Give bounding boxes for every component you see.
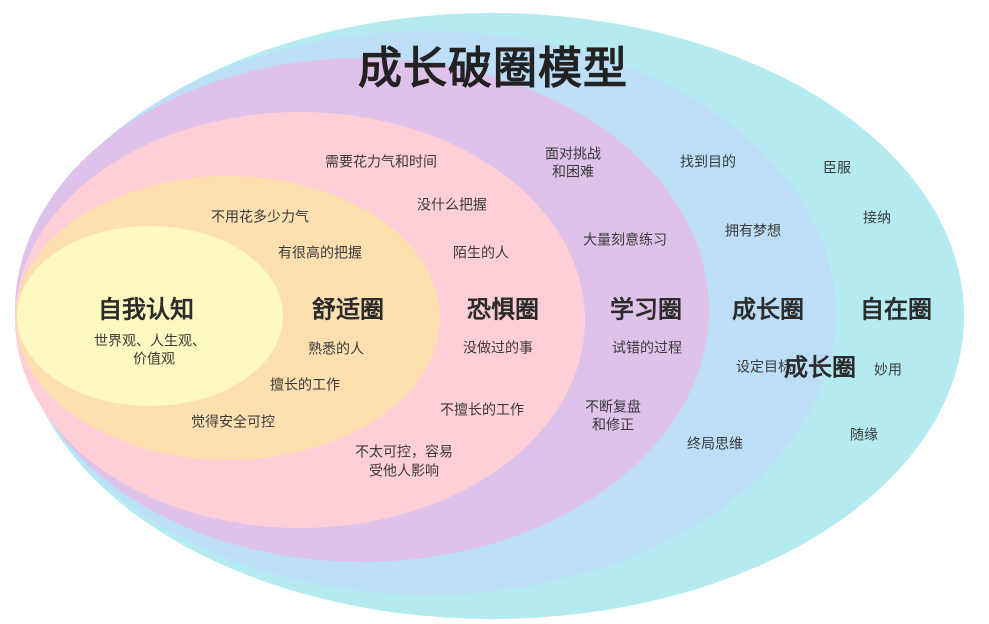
- note-fear-3: 陌生的人: [453, 245, 509, 262]
- note-learning-6: 和修正: [592, 417, 634, 434]
- note-free-3: 妙用: [874, 362, 902, 379]
- note-learning-2: 和困难: [552, 164, 594, 181]
- zone-label-comfort: 舒适圈: [312, 295, 384, 324]
- note-fear-7: 受他人影响: [369, 463, 439, 480]
- zone-label-fear: 恐惧圈: [467, 295, 539, 324]
- note-comfort-2: 有很高的把握: [278, 245, 362, 262]
- note-free-4: 随缘: [850, 427, 878, 444]
- note-growth-3: 设定目标: [736, 359, 792, 376]
- note-free-2: 接纳: [863, 210, 891, 227]
- zone-label-self-awareness: 自我认知: [98, 295, 194, 324]
- note-comfort-1: 不用花多少力气: [211, 209, 309, 226]
- zone-label-growth: 成长圈: [732, 295, 804, 324]
- note-fear-1: 需要花力气和时间: [325, 154, 437, 171]
- zone-label-free: 自在圈: [860, 295, 932, 324]
- note-worldview: 世界观、人生观、: [94, 333, 206, 350]
- note-learning-3: 大量刻意练习: [583, 232, 667, 249]
- ring-core: [17, 226, 283, 406]
- zone-label-learning: 学习圈: [610, 295, 682, 324]
- note-fear-2: 没什么把握: [417, 197, 487, 214]
- note-free-1: 臣服: [823, 160, 851, 177]
- note-learning-1: 面对挑战: [545, 146, 601, 163]
- note-growth-2: 拥有梦想: [725, 223, 781, 240]
- zone-label-growth-overlay: 成长圈: [784, 353, 856, 382]
- note-learning-4: 试错的过程: [612, 340, 682, 357]
- note-growth-4: 终局思维: [687, 436, 743, 453]
- note-comfort-5: 觉得安全可控: [191, 414, 275, 431]
- note-growth-1: 找到目的: [680, 154, 736, 171]
- note-fear-6: 不太可控，容易: [355, 444, 453, 461]
- diagram-title: 成长破圈模型: [358, 43, 628, 94]
- note-learning-5: 不断复盘: [585, 399, 641, 416]
- note-comfort-3: 熟悉的人: [308, 341, 364, 358]
- note-fear-5: 不擅长的工作: [440, 402, 524, 419]
- note-fear-4: 没做过的事: [463, 340, 533, 357]
- note-values: 价值观: [133, 351, 175, 368]
- note-comfort-4: 擅长的工作: [270, 377, 340, 394]
